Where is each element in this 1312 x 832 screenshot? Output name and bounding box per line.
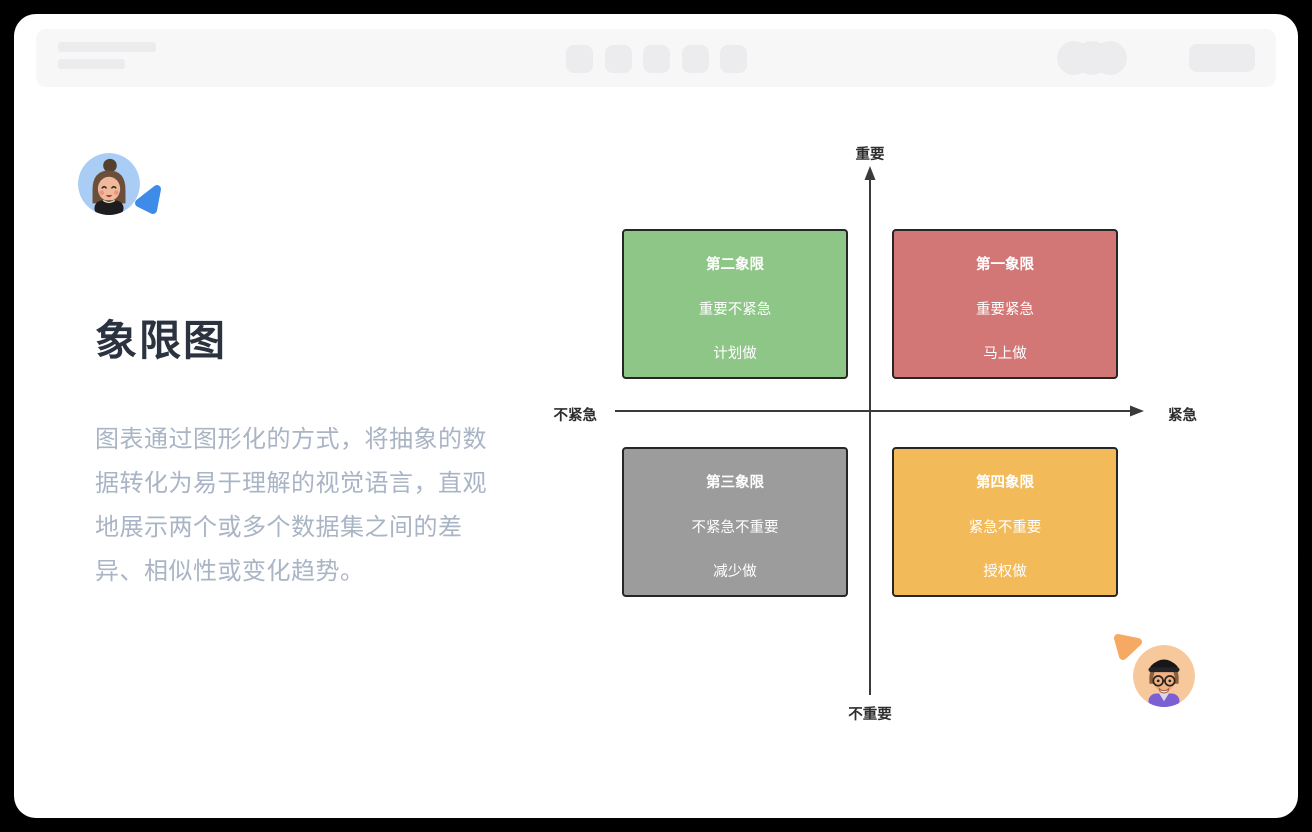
quadrant-title: 第一象限: [976, 257, 1034, 273]
quadrant-label: 重要不紧急: [698, 301, 772, 318]
collaborator-avatar-man: [1133, 645, 1195, 707]
collaborator-cursor-blue-icon: [135, 185, 161, 214]
toolbar-tool-button-1[interactable]: [566, 45, 593, 73]
axis-arrow-up-icon: [864, 166, 876, 180]
axis-label-top: 重要: [855, 147, 885, 163]
quadrant-label: 不紧急不重要: [691, 519, 779, 536]
quadrant-title: 第三象限: [706, 475, 764, 491]
page-title: 象限图: [95, 317, 228, 364]
app-window: 象限图 图表通过图形化的方式，将抽象的数据转化为易于理解的视觉语言，直观地展示两…: [14, 14, 1298, 818]
quadrant-label: 紧急不重要: [968, 519, 1042, 536]
toolbar-tool-button-3[interactable]: [643, 45, 670, 73]
toolbar-share-button[interactable]: [1189, 44, 1255, 72]
quadrant-label: 重要紧急: [976, 301, 1034, 318]
axis-label-bottom: 不重要: [848, 707, 892, 723]
quadrant-box-fourth[interactable]: 第四象限 紧急不重要 授权做: [892, 447, 1118, 597]
quadrant-box-first[interactable]: 第一象限 重要紧急 马上做: [892, 229, 1118, 379]
quadrant-action: 计划做: [713, 346, 757, 362]
toolbar-title-skeleton: [58, 42, 156, 52]
collaborator-cursor-orange-icon: [1114, 634, 1142, 660]
quadrant-title: 第四象限: [976, 475, 1034, 491]
quadrant-action: 减少做: [713, 564, 757, 580]
quadrant-title: 第二象限: [706, 257, 764, 273]
quadrant-action: 马上做: [983, 346, 1027, 362]
quadrant-axes: [615, 166, 1144, 695]
toolbar-tool-button-4[interactable]: [682, 45, 709, 73]
collaborator-avatar-placeholder-3: [1093, 41, 1127, 75]
quadrant-action: 授权做: [983, 564, 1027, 580]
axis-arrow-right-icon: [1130, 405, 1144, 417]
collaborator-avatar-woman: [78, 153, 140, 215]
toolbar-tool-button-5[interactable]: [720, 45, 747, 73]
quadrant-box-third[interactable]: 第三象限 不紧急不重要 减少做: [622, 447, 848, 597]
axis-label-right: 紧急: [1168, 408, 1197, 424]
toolbar-tool-button-2[interactable]: [605, 45, 632, 73]
toolbar: [36, 29, 1276, 87]
axis-label-left: 不紧急: [553, 408, 598, 424]
toolbar-subtitle-skeleton: [58, 59, 125, 69]
quadrant-box-second[interactable]: 第二象限 重要不紧急 计划做: [622, 229, 848, 379]
page-description: 图表通过图形化的方式，将抽象的数据转化为易于理解的视觉语言，直观地展示两个或多个…: [95, 426, 487, 585]
